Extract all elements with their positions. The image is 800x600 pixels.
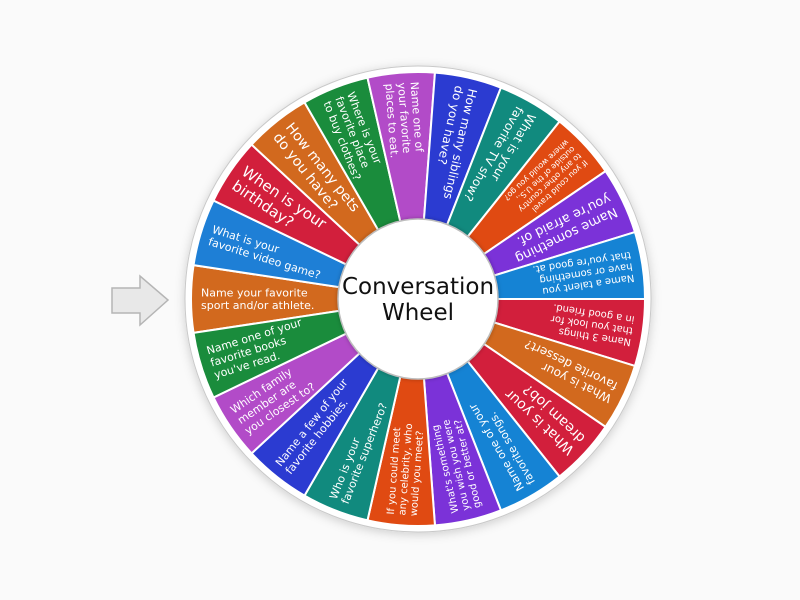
segment-label-line: places to eat. — [382, 83, 401, 158]
segment-label-line: sport and/or athlete. — [201, 299, 314, 312]
arrow-right-icon[interactable] — [111, 274, 170, 327]
wheel-title-line2: Wheel — [382, 300, 454, 326]
wheel-title-line1: Conversation — [342, 274, 494, 300]
segment-label-line: Name one of — [408, 81, 426, 153]
wheel-hub[interactable] — [337, 218, 499, 380]
segment-label-line: Name your favorite — [201, 287, 308, 300]
segment-label-line: your favorite — [395, 82, 413, 154]
